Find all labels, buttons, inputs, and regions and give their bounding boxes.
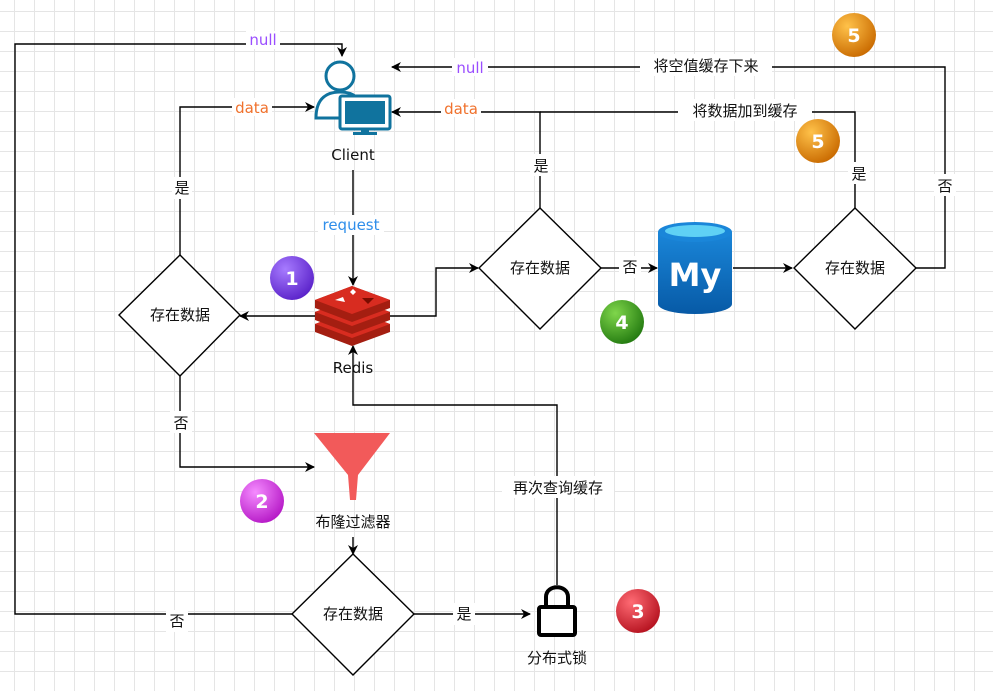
svg-text:null: null	[456, 59, 483, 77]
edge-left-no-bloom	[179, 376, 315, 472]
svg-text:是: 是	[456, 605, 471, 623]
label-request: request	[318, 215, 384, 235]
svg-text:将空值缓存下来: 将空值缓存下来	[653, 57, 758, 75]
edge-lock-requery	[348, 345, 558, 585]
svg-text:1: 1	[285, 268, 298, 290]
badge-2: 2	[240, 479, 284, 523]
decision-bottom-label: 存在数据	[323, 605, 383, 623]
badge-1: 1	[270, 256, 314, 300]
funnel-icon	[314, 433, 390, 500]
redis-node[interactable]: Redis	[315, 286, 390, 377]
label-data-left: data	[232, 98, 272, 117]
decision-right[interactable]: 存在数据	[793, 207, 917, 330]
decision-left-label: 存在数据	[150, 306, 210, 324]
monitor-icon	[338, 94, 392, 135]
client-label: Client	[331, 146, 375, 164]
svg-text:5: 5	[811, 131, 824, 153]
svg-text:是: 是	[851, 165, 866, 183]
svg-text:是: 是	[533, 157, 548, 175]
svg-text:2: 2	[255, 491, 268, 513]
label-data-right: data	[441, 99, 481, 118]
mysql-logo-text: My	[669, 256, 722, 294]
label-requery: 再次查询缓存	[502, 476, 614, 498]
svg-text:5: 5	[847, 25, 860, 47]
edge-redis-to-center	[390, 263, 479, 317]
label-cache-data: 将数据加到缓存	[678, 99, 812, 121]
label-yes-right: 是	[848, 162, 870, 184]
label-no-center: 否	[619, 256, 641, 278]
redis-label: Redis	[333, 359, 374, 377]
svg-text:data: data	[444, 100, 478, 118]
badge-4: 4	[600, 300, 644, 344]
svg-text:data: data	[235, 99, 269, 117]
edge-bottom-no-null	[14, 43, 347, 615]
lock-icon	[537, 585, 577, 637]
label-null-right: null	[452, 58, 488, 77]
client-node[interactable]: Client	[314, 60, 392, 164]
svg-text:将数据加到缓存: 将数据加到缓存	[692, 102, 797, 120]
lock-label: 分布式锁	[527, 649, 587, 667]
decision-center[interactable]: 存在数据	[478, 207, 602, 330]
svg-text:否: 否	[622, 258, 637, 276]
mysql-node[interactable]: My	[658, 222, 732, 314]
svg-text:3: 3	[631, 601, 644, 623]
badge-3: 3	[616, 589, 660, 633]
label-no-right: 否	[934, 174, 956, 196]
label-no-left: 否	[170, 411, 192, 433]
label-yes-bottom: 是	[453, 603, 475, 625]
label-yes-left: 是	[172, 177, 192, 199]
label-cache-null: 将空值缓存下来	[640, 54, 772, 76]
svg-text:否: 否	[173, 414, 188, 432]
svg-text:4: 4	[615, 312, 628, 334]
label-yes-center: 是	[530, 154, 552, 176]
svg-text:request: request	[322, 216, 379, 234]
edge-left-yes-data	[179, 102, 315, 255]
svg-text:否: 否	[169, 612, 184, 630]
badge-5-mid: 5	[796, 119, 840, 163]
label-null-top: null	[246, 31, 280, 49]
lock-node[interactable]: 分布式锁	[527, 585, 587, 667]
mysql-database-icon: My	[658, 222, 732, 314]
bloom-filter-node[interactable]: 布隆过滤器	[314, 433, 391, 531]
svg-text:null: null	[249, 31, 276, 49]
badge-5-top: 5	[832, 13, 876, 57]
svg-text:再次查询缓存: 再次查询缓存	[513, 479, 603, 497]
decision-left[interactable]: 存在数据	[118, 254, 241, 377]
decision-right-label: 存在数据	[825, 259, 885, 277]
svg-text:是: 是	[174, 179, 189, 197]
redis-icon	[315, 286, 390, 346]
decision-bottom[interactable]: 存在数据	[291, 553, 415, 676]
bloom-filter-label: 布隆过滤器	[315, 513, 390, 531]
edge-center-yes-data	[391, 107, 541, 208]
decision-center-label: 存在数据	[510, 259, 570, 277]
svg-text:否: 否	[937, 177, 952, 195]
label-no-bottom: 否	[166, 610, 188, 632]
